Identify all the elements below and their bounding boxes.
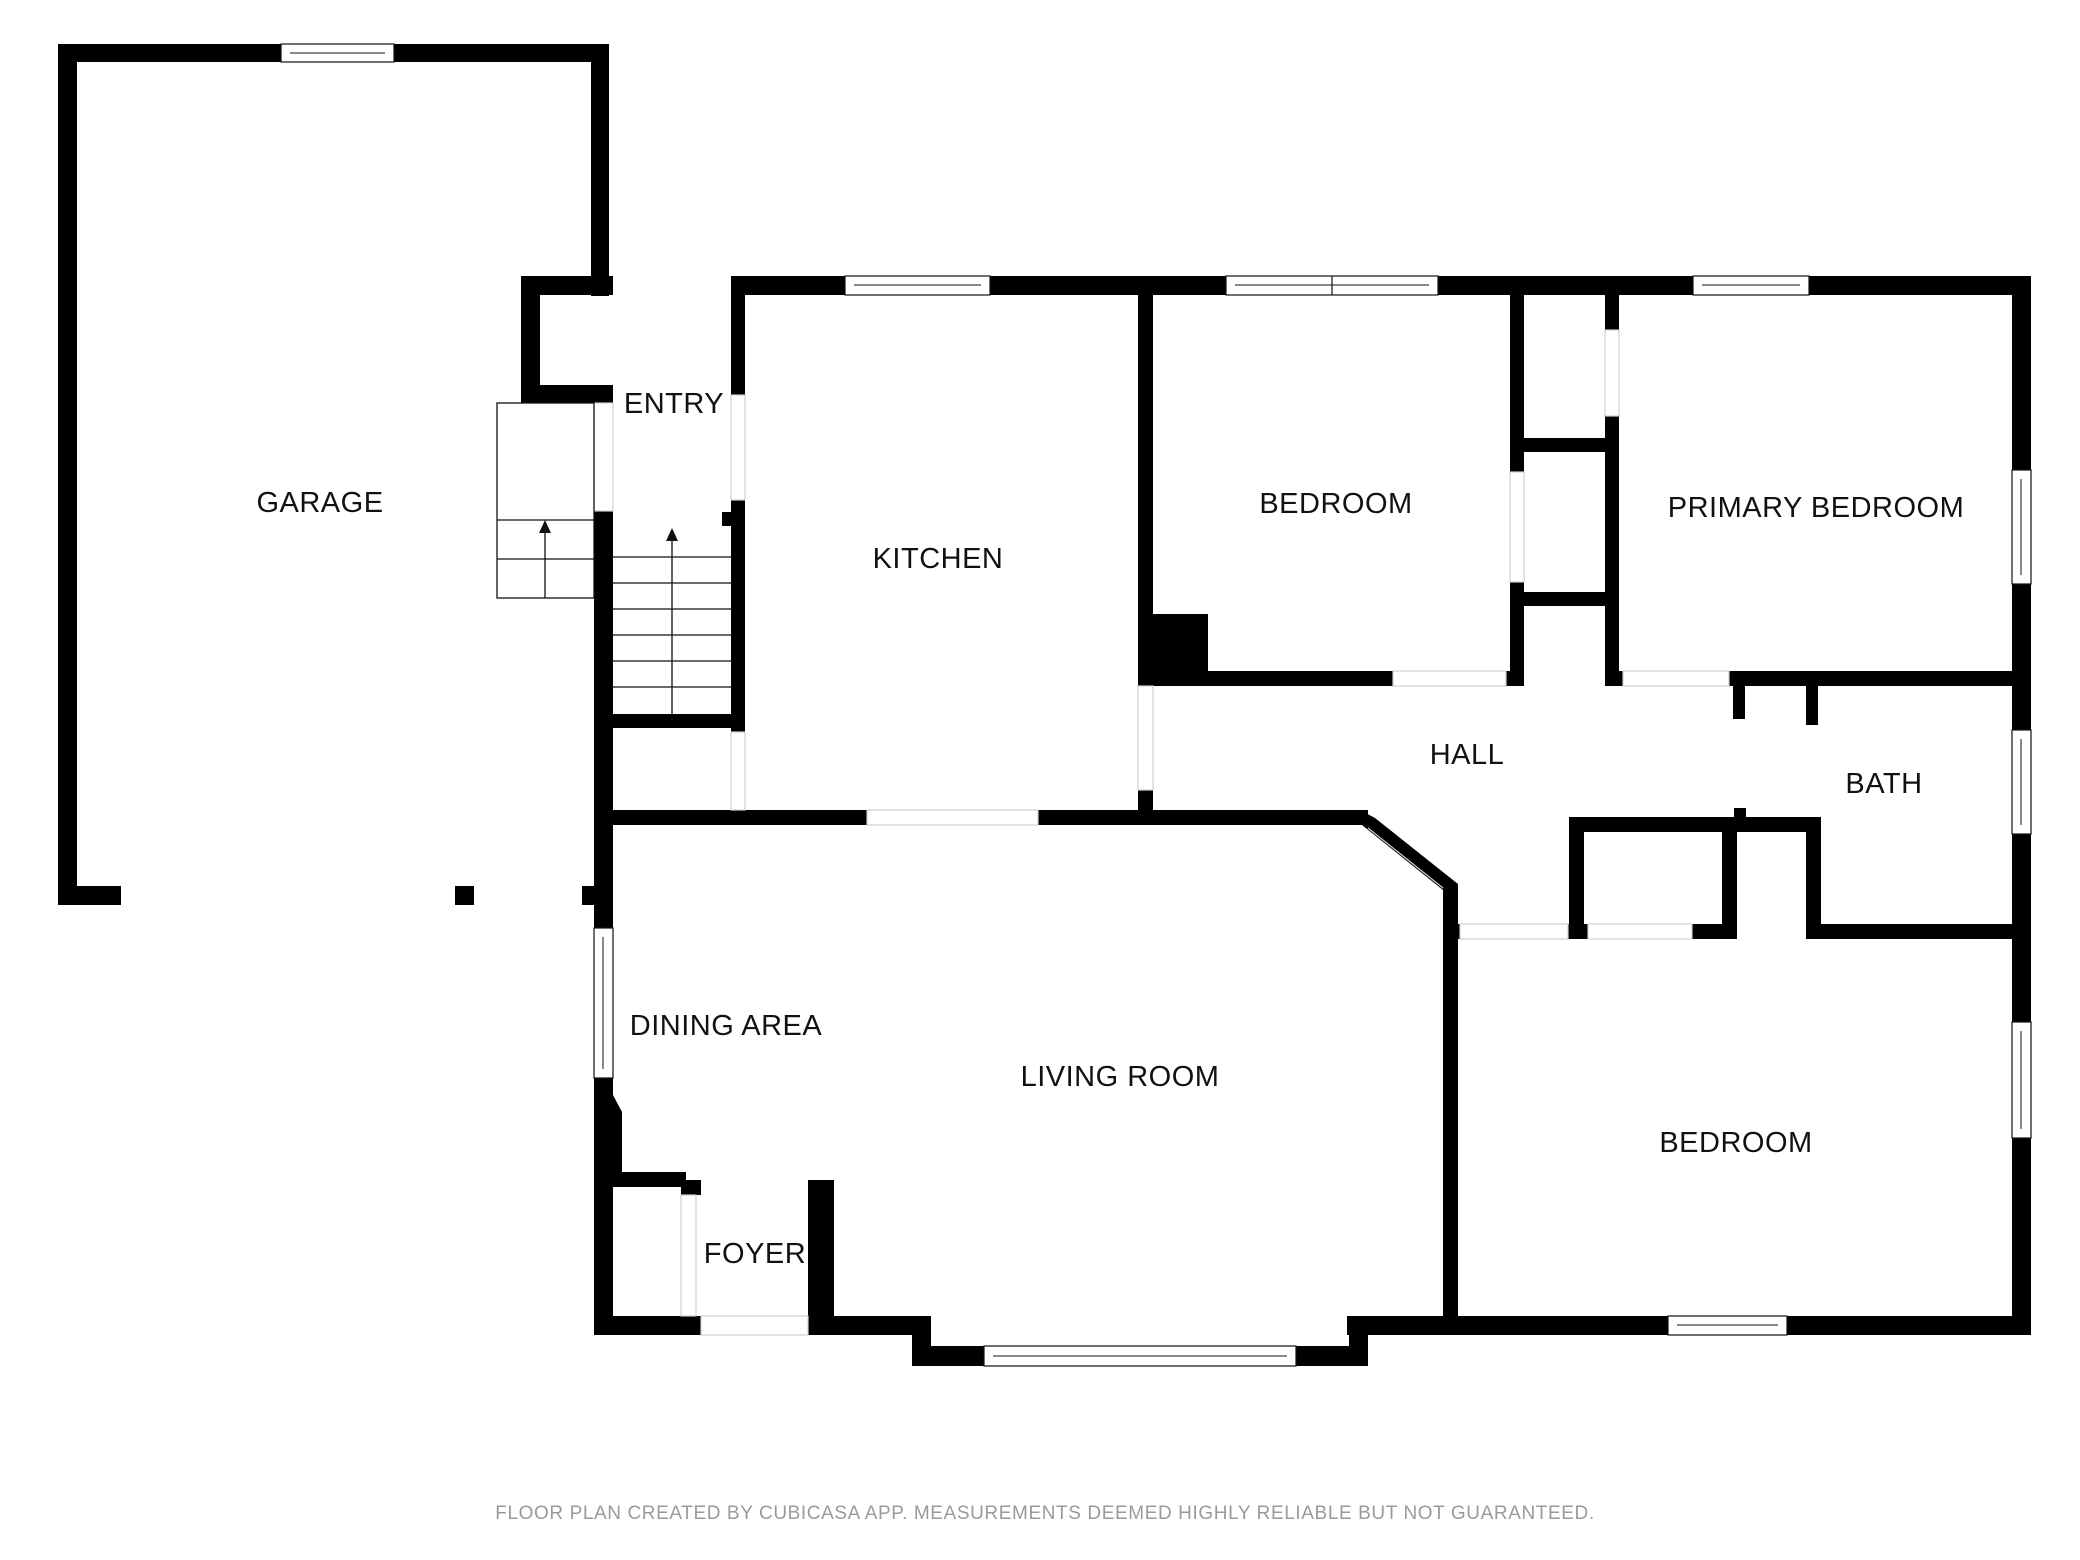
label-bedroom-lower: BEDROOM [1659,1127,1812,1159]
entry-post [722,512,736,526]
door-bedroom-upper [1392,670,1507,687]
door-landing-kitchen [730,731,746,811]
garage-post [455,886,474,905]
bath-bottom-wall [1806,924,2031,939]
hall-door-post-2 [1692,924,1737,939]
closet-wall-left-upper [1510,276,1524,472]
label-primary-bedroom: PRIMARY BEDROOM [1668,492,1964,524]
foyer-bottom-right [808,1316,928,1335]
door-openings [593,329,1730,1336]
door-kitchen-living [866,809,1039,826]
door-entry-left [593,402,614,512]
kitchen-bottom-wall-left [613,810,867,825]
label-hall: HALL [1430,739,1505,771]
dining-wall-corner [613,1095,622,1172]
bath-stub-1 [1733,671,1745,719]
foyer-bottom-left [594,1316,701,1335]
kitchen-right-wall-lower [1138,790,1153,816]
door-hall-closet [1587,923,1693,940]
garage-wall-bottom-left [58,886,121,905]
label-kitchen: KITCHEN [873,543,1004,575]
stairs-garage-arrow-icon [539,520,551,533]
foyer-right-wall [808,1180,834,1335]
dining-wall-left-upper [594,810,613,928]
stairs-garage [496,402,595,599]
foyer-closet-top-2 [681,1180,701,1195]
door-primary-bedroom [1622,670,1730,687]
door-bedroom-closet [1509,471,1525,583]
windows [280,43,2032,1367]
hall-bedroom-top-left [1443,924,1460,939]
closet-shelf-2 [1510,592,1614,606]
door-bedroom-lower [1459,923,1569,940]
door-primary-closet [1604,329,1620,417]
hall-door-post [1568,924,1588,939]
angled-wall [1360,810,1458,900]
living-right-wall [1443,887,1458,1335]
footer-disclaimer: FLOOR PLAN CREATED BY CUBICASA APP. MEAS… [495,1503,1595,1524]
entry-wall-top [521,276,613,295]
stairs-entry-arrow-icon [666,528,678,541]
hall-closet-wall-top [1569,817,1818,832]
label-bath: BATH [1845,768,1922,800]
stairs-entry [613,540,731,714]
dining-wall-left-lower [594,1078,613,1335]
angled-wall-shape [1360,810,1458,900]
stair-landing-wall [613,714,745,728]
entry-wall-right-mid [731,500,745,732]
label-living-room: LIVING ROOM [1021,1061,1220,1093]
room-labels: GARAGE ENTRY KITCHEN BEDROOM PRIMARY BED… [256,388,1964,1270]
hall-closet-wall-left [1569,817,1584,939]
label-dining-area: DINING AREA [630,1010,823,1042]
bedroom-upper-bottom-wall-left [1153,671,1393,686]
kitchen-bottom-wall-right [1038,810,1368,825]
closet-wall-right-lower [1605,416,1619,686]
closet-wall-right-upper [1605,276,1619,330]
label-foyer: FOYER [704,1238,806,1270]
label-bedroom-upper: BEDROOM [1259,488,1412,520]
primary-bedroom-bottom-wall-left [1605,671,1623,686]
label-entry: ENTRY [624,388,724,420]
entry-wall-left-upper [521,276,540,403]
bath-stub-2 [1806,671,1818,725]
garage-wall-right-upper [591,44,609,296]
hall-stub [1734,808,1746,820]
bay-shoulder-right [1349,1316,1449,1335]
door-entry-kitchen [730,394,746,501]
closet-wall-left-lower [1510,582,1524,686]
primary-bedroom-bottom-wall-right [1729,671,2031,686]
bay-bottom-left [912,1346,984,1366]
door-kitchen-hall [1137,685,1154,791]
foyer-closet-top [594,1172,686,1187]
entry-wall-right-upper [731,276,745,395]
walls [58,44,2031,1366]
bath-wall-left [1806,817,1821,939]
garage-wall-left [58,44,77,905]
closet-shelf-1 [1510,438,1614,452]
label-garage: GARAGE [256,487,383,519]
hall-closet-divider [1722,817,1737,939]
door-foyer-closet [680,1194,697,1317]
entry-wall-mid [521,385,613,403]
door-foyer [700,1315,809,1336]
angled-opening [1367,827,1444,889]
kitchen-right-wall [1138,276,1153,686]
